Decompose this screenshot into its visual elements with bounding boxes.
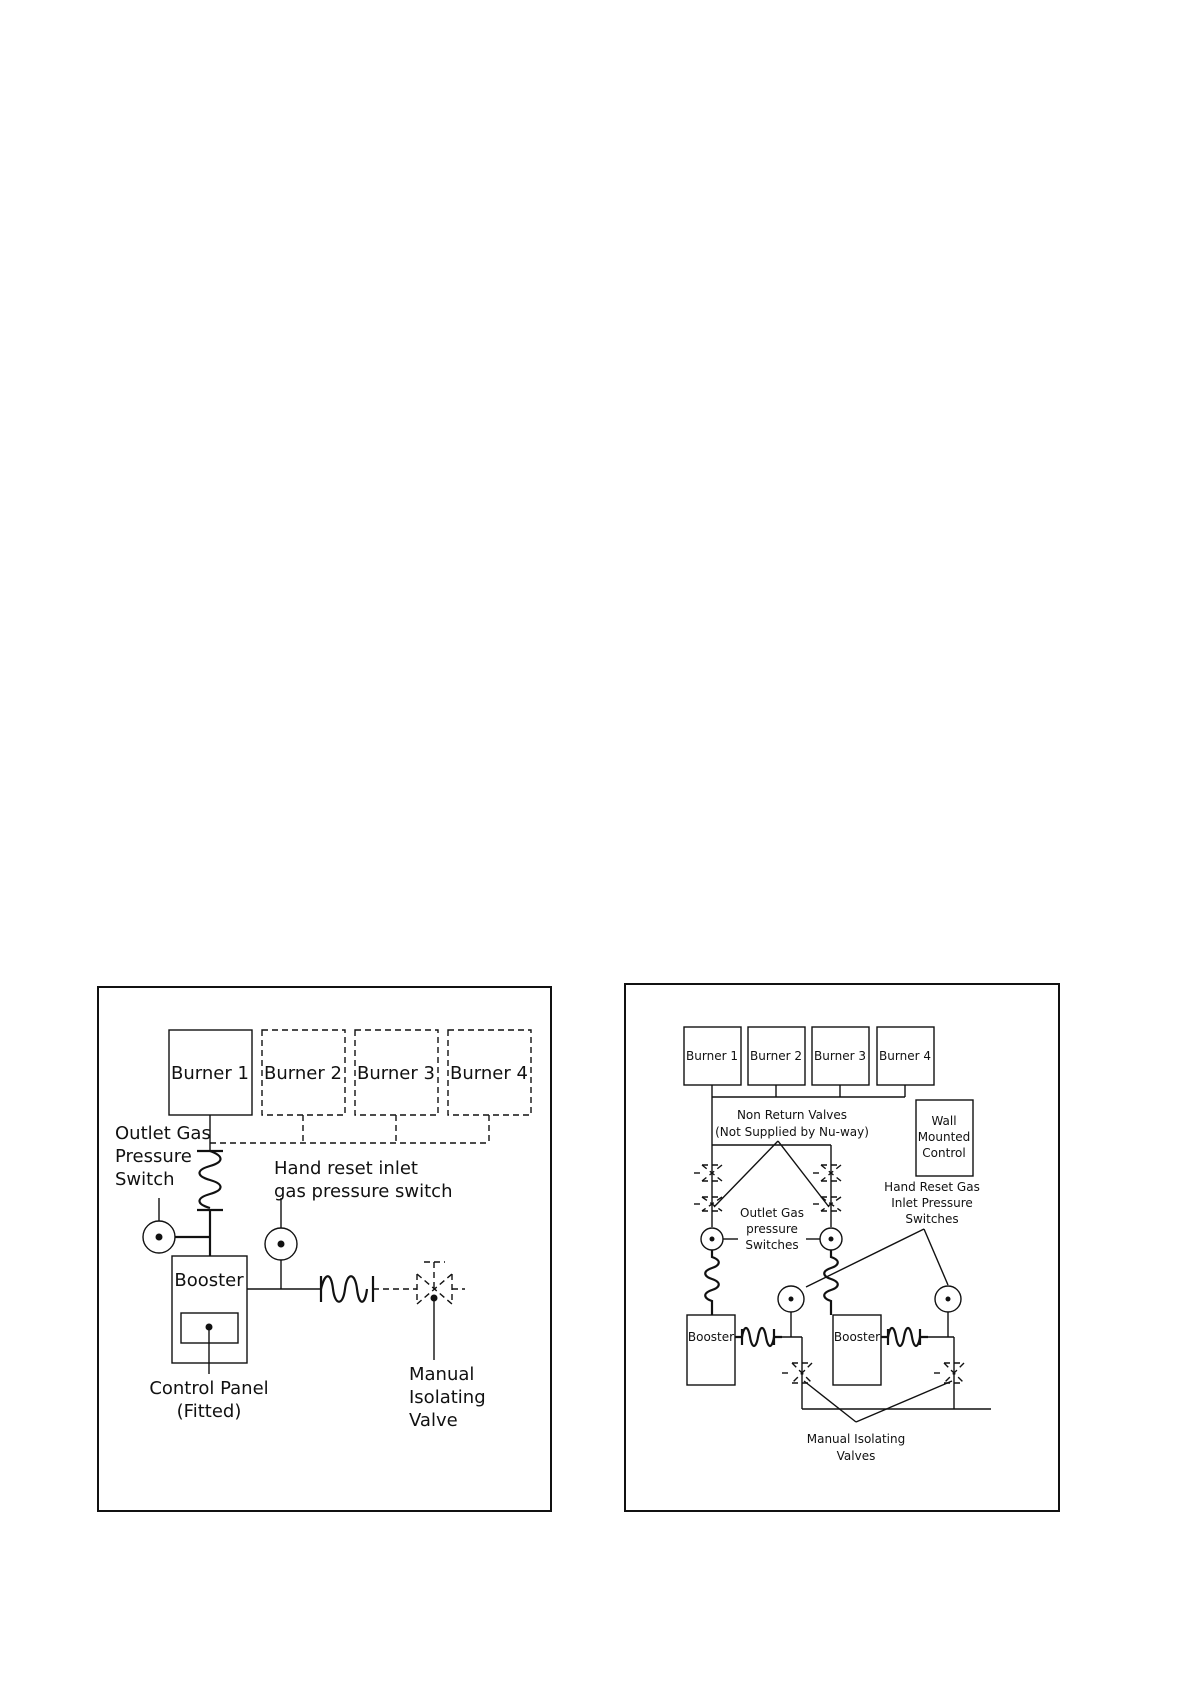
non-return-valve-left-lower [694, 1196, 723, 1212]
control-panel-label-1: Control Panel [149, 1378, 268, 1399]
flexible-hose-inlet [319, 1275, 369, 1303]
manual-isolating-valve-right [934, 1362, 965, 1384]
burner-2-box [261, 1029, 346, 1116]
hose-right-horizontal [881, 1326, 928, 1348]
burner-1-label: Burner 1 [171, 1063, 249, 1084]
hose-left-vertical [704, 1250, 720, 1315]
booster-left-label: Booster [688, 1330, 734, 1344]
burner-2-box [747, 1026, 806, 1086]
twin-booster-schematic: Burner 1 Burner 2 Burner 3 Burner 4 Wall… [683, 1026, 991, 1463]
booster-right-label: Booster [834, 1330, 880, 1344]
inlet-switches-label-1: Hand Reset Gas [884, 1180, 980, 1194]
valve-label-1: Manual [409, 1364, 474, 1385]
hose-left-horizontal [735, 1326, 782, 1348]
outlet-switch-label-3: Switch [115, 1169, 175, 1190]
booster-right [832, 1314, 882, 1386]
non-return-valve-left-upper [694, 1164, 723, 1182]
burner-1-label: Burner 1 [686, 1049, 738, 1063]
inlet-switch-label-2: gas pressure switch [274, 1181, 453, 1202]
outlet-switch-label-1: Outlet Gas [115, 1123, 211, 1144]
flexible-hose-outlet [198, 1149, 222, 1210]
twin-booster-diagram: Burner 1 Burner 2 Burner 3 Burner 4 Wall… [624, 983, 1060, 1512]
burner-1-box [683, 1026, 742, 1086]
manual-isolating-valve [416, 1261, 465, 1305]
wall-control-label-3: Control [922, 1146, 965, 1160]
outlet-switches-label-2: pressure [746, 1222, 798, 1236]
hose-right-vertical [823, 1250, 839, 1315]
control-panel-label-2: (Fitted) [177, 1401, 242, 1422]
wall-control-label-1: Wall [931, 1114, 956, 1128]
outlet-switches-label-1: Outlet Gas [740, 1206, 804, 1220]
non-return-valve-right-lower [813, 1196, 842, 1212]
burner-3-box [354, 1029, 439, 1116]
burner-3-box [811, 1026, 870, 1086]
burner-4-label: Burner 4 [450, 1063, 528, 1084]
non-return-label-1: Non Return Valves [737, 1108, 847, 1122]
manual-isolating-valve-left [782, 1362, 813, 1384]
inlet-switches-label-2: Inlet Pressure [891, 1196, 973, 1210]
single-booster-diagram: Burner 1 Burner 2 Burner 3 Burner 4 Outl… [97, 986, 552, 1512]
non-return-label-2: (Not Supplied by Nu-way) [715, 1125, 869, 1139]
valve-label-3: Valve [409, 1410, 458, 1431]
valve-label-2: Isolating [409, 1387, 486, 1408]
outlet-switches-label-3: Switches [745, 1238, 798, 1252]
burner-4-box [876, 1026, 935, 1086]
burner-2-label: Burner 2 [750, 1049, 802, 1063]
burner-4-box [447, 1029, 532, 1116]
outlet-switch-label-2: Pressure [115, 1146, 192, 1167]
booster-label: Booster [174, 1270, 244, 1291]
single-booster-schematic: Burner 1 Burner 2 Burner 3 Burner 4 Outl… [115, 1029, 532, 1431]
wall-mounted-control [915, 1099, 974, 1177]
burner-3-label: Burner 3 [814, 1049, 866, 1063]
burner-4-label: Burner 4 [879, 1049, 931, 1063]
booster-left [686, 1314, 736, 1386]
inlet-switch-label-1: Hand reset inlet [274, 1158, 418, 1179]
burner-3-label: Burner 3 [357, 1063, 435, 1084]
inlet-switches-label-3: Switches [905, 1212, 958, 1226]
valves-label-1: Manual Isolating [807, 1432, 906, 1446]
burner-2-label: Burner 2 [264, 1063, 342, 1084]
burner-1-box [168, 1029, 253, 1116]
wall-control-label-2: Mounted [918, 1130, 971, 1144]
non-return-valve-right-upper [813, 1164, 842, 1182]
valves-label-2: Valves [837, 1449, 876, 1463]
